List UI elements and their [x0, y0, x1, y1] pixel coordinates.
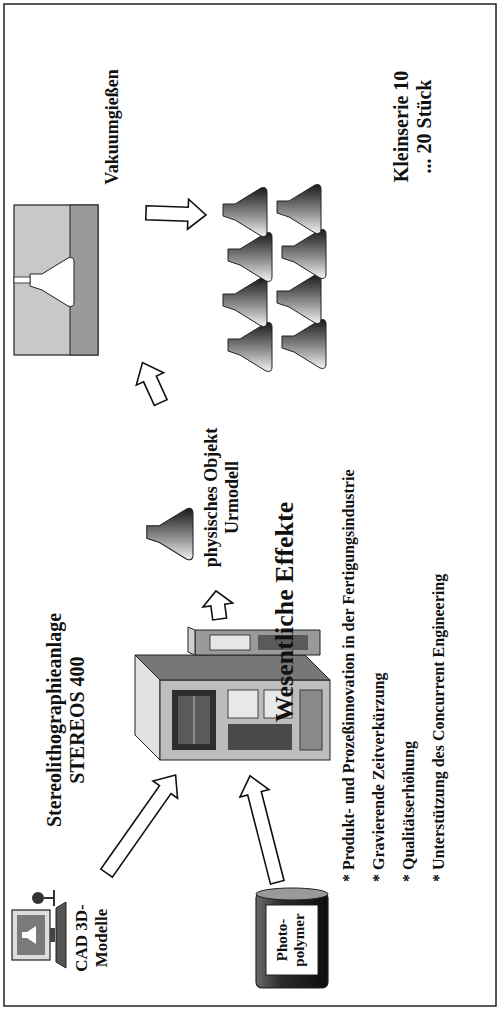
computer-icon [12, 890, 66, 968]
small-series-parts-part [223, 188, 267, 237]
stereolithography-machine-part [228, 690, 258, 718]
node-text: physisches Objekt Urmodell [201, 410, 242, 585]
prototype-object [147, 508, 193, 559]
vacuum-mold [14, 205, 98, 355]
node-text: Vakuumgießen [102, 57, 123, 197]
node-text: Stereolithographieanlage STEREOS 400 [43, 585, 89, 855]
frame [4, 4, 496, 1006]
flow-arrow [101, 775, 178, 877]
stereolithography-machine-part [228, 724, 292, 750]
machine-node: Stereolithographieanlage STEREOS 400 [125, 625, 335, 770]
stereolithography-machine-part [194, 696, 195, 744]
vacuum-mold-part [14, 277, 30, 283]
effect-item: * Gravierende Zeitverkürzung [370, 673, 388, 882]
stereolithography-machine-part [195, 630, 320, 655]
material-node: Photo- polymer [252, 888, 332, 992]
label-slot: * Qualitätserhöhung [400, 741, 418, 882]
result-node: Kleinserie 10 ... 20 Stück [212, 55, 478, 385]
computer-icon-part [50, 928, 55, 942]
node-text: Photo- polymer [274, 908, 309, 972]
stereolithography-machine [135, 627, 330, 760]
effect-item: * Unterstützung des Concurrent Engineeri… [430, 574, 448, 882]
computer-icon-part [22, 926, 36, 944]
stereolithography-machine-part [300, 690, 322, 750]
node-text: CAD 3D-Modelle [72, 890, 111, 986]
photopolymer-drum-part [256, 892, 328, 988]
small-series-parts-part [277, 275, 321, 324]
flow-arrow [240, 776, 284, 884]
label-slot: * Unterstützung des Concurrent Engineeri… [430, 574, 448, 882]
label-slot: * Produkt- und Prozeßinnovation in der F… [340, 469, 358, 882]
photopolymer-drum-part [266, 905, 318, 975]
cad-node: CAD 3D-Modelle [8, 878, 114, 998]
photopolymer-drum-part [256, 888, 328, 900]
prototype-object-part [147, 508, 193, 559]
photopolymer-drum [256, 888, 328, 988]
effect-item: * Produkt- und Prozeßinnovation in der F… [340, 469, 358, 882]
object-node: physisches Objekt Urmodell [145, 408, 262, 585]
label-slot: * Gravierende Zeitverkürzung [370, 673, 388, 882]
small-series-parts [223, 185, 326, 372]
flow-arrow [136, 363, 167, 406]
computer-icon-part [44, 890, 54, 906]
vacuum-mold-part [30, 258, 74, 307]
node-text: Kleinserie 10 ... 20 Stück [390, 64, 436, 189]
computer-icon-part [56, 902, 66, 968]
small-series-parts-part [282, 230, 326, 279]
section-heading: Wesentliche Effekte [270, 502, 300, 722]
label-slot: Wesentliche Effekte [270, 502, 300, 722]
flow-arrow [203, 591, 233, 620]
stereolithography-machine-part [160, 680, 330, 760]
stereolithography-machine-part [172, 690, 216, 750]
computer-icon-part [32, 892, 44, 904]
small-series-parts-part [223, 278, 267, 327]
stereolithography-machine-part [135, 655, 330, 680]
vacuum-mold-part [14, 205, 98, 355]
small-series-parts-part [282, 320, 326, 369]
small-series-parts-part [228, 323, 272, 372]
small-series-parts-part [277, 185, 321, 234]
computer-icon-part [17, 915, 45, 955]
computer-icon-part [12, 910, 50, 960]
stereolithography-machine-part [178, 696, 210, 744]
stereolithography-machine-part [188, 627, 195, 655]
stereolithography-machine-part [210, 635, 250, 650]
effect-item: * Qualitätserhöhung [400, 741, 418, 882]
flow-arrow [146, 199, 206, 229]
small-series-parts-part [228, 233, 272, 282]
process-node: Vakuumgießen [6, 55, 140, 365]
